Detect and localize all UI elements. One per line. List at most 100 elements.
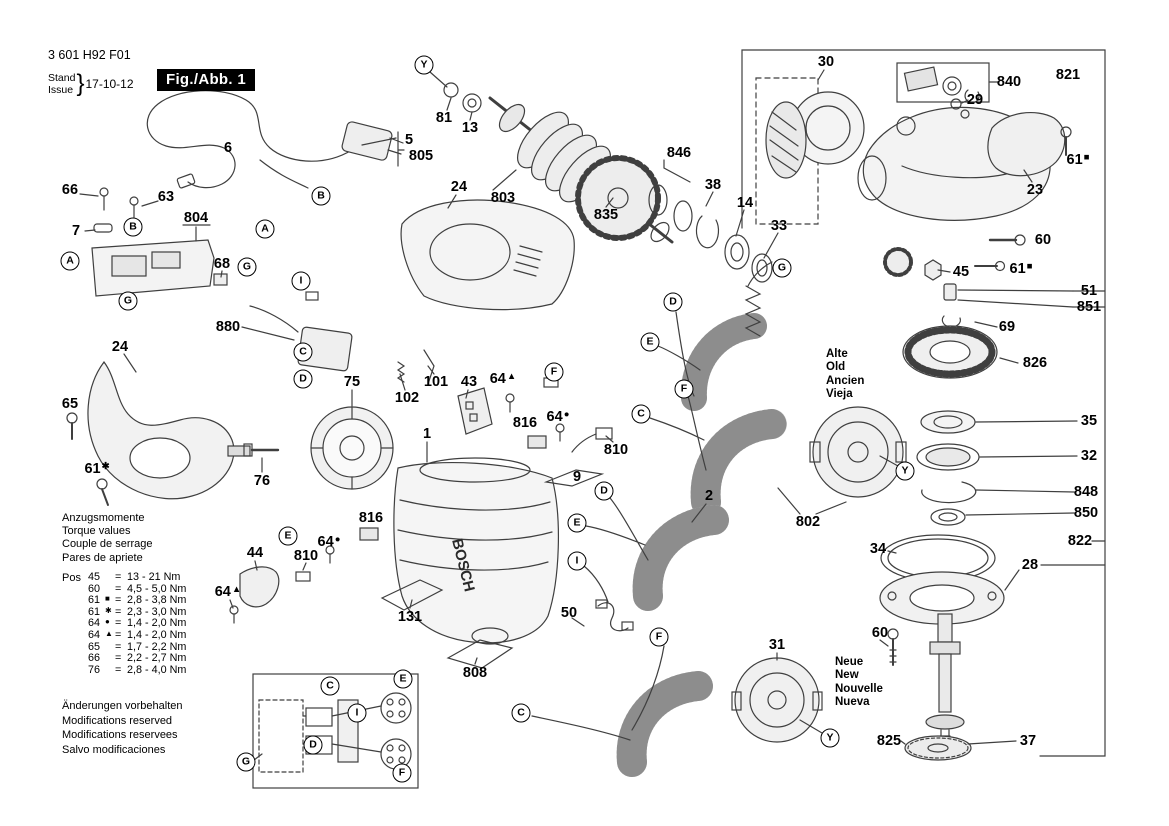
torque-row: 64●=1,4 - 2,0 Nm <box>88 617 187 630</box>
part-callout-64: 64▲ <box>489 370 517 387</box>
part-number: 3 601 H92 F01 <box>48 48 131 62</box>
old-label-line: Old <box>826 361 846 374</box>
part-callout-835: 835 <box>593 206 619 223</box>
torque-tval: 1,4 - 2,0 Nm <box>127 628 187 641</box>
part-callout-30: 30 <box>817 53 835 70</box>
part-callout-101: 101 <box>423 373 449 390</box>
gear-housing-drawing <box>817 69 1072 221</box>
connector-badge-F: F <box>674 379 694 399</box>
new-label-line: Nueva <box>835 695 870 708</box>
new-label-line: Neue <box>835 656 864 668</box>
armature-drawing <box>429 71 674 244</box>
torque-tpos: 64 <box>88 628 101 641</box>
part-callout-31: 31 <box>768 636 786 653</box>
part-callout-50: 50 <box>560 604 578 621</box>
torque-tmark: ■ <box>105 594 110 604</box>
pos-label: Pos <box>62 572 81 584</box>
issue-label: Issue <box>48 84 74 96</box>
torque-tpos: 61 <box>88 605 101 618</box>
torque-tmark: ● <box>105 617 110 627</box>
torque-teq: = <box>115 628 122 641</box>
new-label-line: New <box>835 669 859 682</box>
torque-tmark: ▲ <box>105 628 113 638</box>
old-label-line: Ancien <box>826 374 865 387</box>
part-callout-816: 816 <box>358 509 384 526</box>
brush-box-drawing <box>896 62 999 119</box>
connector-badge-E: E <box>640 332 660 352</box>
connector-badge-E: E <box>278 526 298 546</box>
rings-bearings-drawing <box>648 159 779 337</box>
part-callout-7: 7 <box>71 222 81 239</box>
torque-tval: 1,7 - 2,2 Nm <box>127 640 187 653</box>
connector-badge-B: B <box>123 217 143 237</box>
part-callout-131: 131 <box>397 608 423 625</box>
part-callout-23: 23 <box>1026 181 1044 198</box>
old-label-line: Alte <box>826 348 848 360</box>
torque-tpos: 64 <box>88 617 101 630</box>
part-callout-848: 848 <box>1073 483 1099 500</box>
stand-label: Stand <box>48 72 76 84</box>
power-cord-drawing <box>146 90 405 189</box>
torque-tpos: 61 <box>88 594 101 607</box>
torque-titles-line: Pares de apriete <box>62 551 143 564</box>
part-callout-880: 880 <box>215 318 241 335</box>
part-callout-64: 64● <box>546 408 570 425</box>
part-callout-822: 822 <box>1067 532 1093 549</box>
torque-teq: = <box>115 652 122 665</box>
torque-row: 45=13 - 21 Nm <box>88 571 186 584</box>
torque-tval: 1,4 - 2,0 Nm <box>127 617 187 630</box>
new-label-line: Nouvelle <box>835 682 883 695</box>
connector-badge-I: I <box>291 271 311 291</box>
switch-assembly-drawing <box>79 187 228 297</box>
part-callout-38: 38 <box>704 176 722 193</box>
torque-tval: 2,3 - 3,0 Nm <box>127 605 187 618</box>
part-callout-34: 34 <box>869 540 887 557</box>
part-callout-810: 810 <box>293 547 319 564</box>
torque-tpos: 65 <box>88 640 101 653</box>
connector-badge-C: C <box>631 404 651 424</box>
part-callout-840: 840 <box>996 73 1022 90</box>
part-callout-846: 846 <box>666 144 692 161</box>
terminal-plate-drawing <box>457 377 614 453</box>
torque-tpos: 60 <box>88 582 101 595</box>
part-callout-803: 803 <box>490 189 516 206</box>
torque-row: 61■=2,8 - 3,8 Nm <box>88 594 186 607</box>
pinion-group-drawing <box>883 247 1074 328</box>
spindle-group-drawing <box>879 534 1106 761</box>
issue-date: 17-10-12 <box>85 77 134 91</box>
torque-titles-line: Anzugsmomente <box>62 512 145 524</box>
figure-label: Fig./Abb. 1 <box>157 69 255 91</box>
torque-teq: = <box>115 571 122 583</box>
connector-badge-G: G <box>237 257 257 277</box>
field-coils-drawing <box>531 311 787 777</box>
old-label-line: Vieja <box>826 387 853 400</box>
part-callout-805: 805 <box>408 147 434 164</box>
screws-drawing <box>974 234 1026 272</box>
connector-badge-G: G <box>236 752 256 772</box>
part-callout-810: 810 <box>603 441 629 458</box>
part-callout-68: 68 <box>213 255 231 272</box>
callout-mark: ■ <box>1026 260 1033 272</box>
torque-tval: 13 - 21 Nm <box>127 571 181 583</box>
callout-mark: ✱ <box>101 460 110 472</box>
part-callout-33: 33 <box>770 217 788 234</box>
part-callout-76: 76 <box>253 472 271 489</box>
torque-teq: = <box>115 594 122 607</box>
bracket-lines-drawing <box>741 49 1106 757</box>
connector-badge-F: F <box>649 627 669 647</box>
callout-mark: ● <box>563 408 570 420</box>
torque-row: 76=2,8 - 4,0 Nm <box>88 664 186 677</box>
connector-badge-E: E <box>567 513 587 533</box>
part-callout-45: 45 <box>952 263 970 280</box>
part-callout-64: 64● <box>317 533 341 550</box>
part-callout-81: 81 <box>435 109 453 126</box>
torque-row: 61✱=2,3 - 3,0 Nm <box>88 605 187 619</box>
notes-block-line: Änderungen vorbehalten <box>62 700 183 712</box>
flange-drawing <box>755 77 865 225</box>
gear-stack-drawing <box>902 325 1078 526</box>
